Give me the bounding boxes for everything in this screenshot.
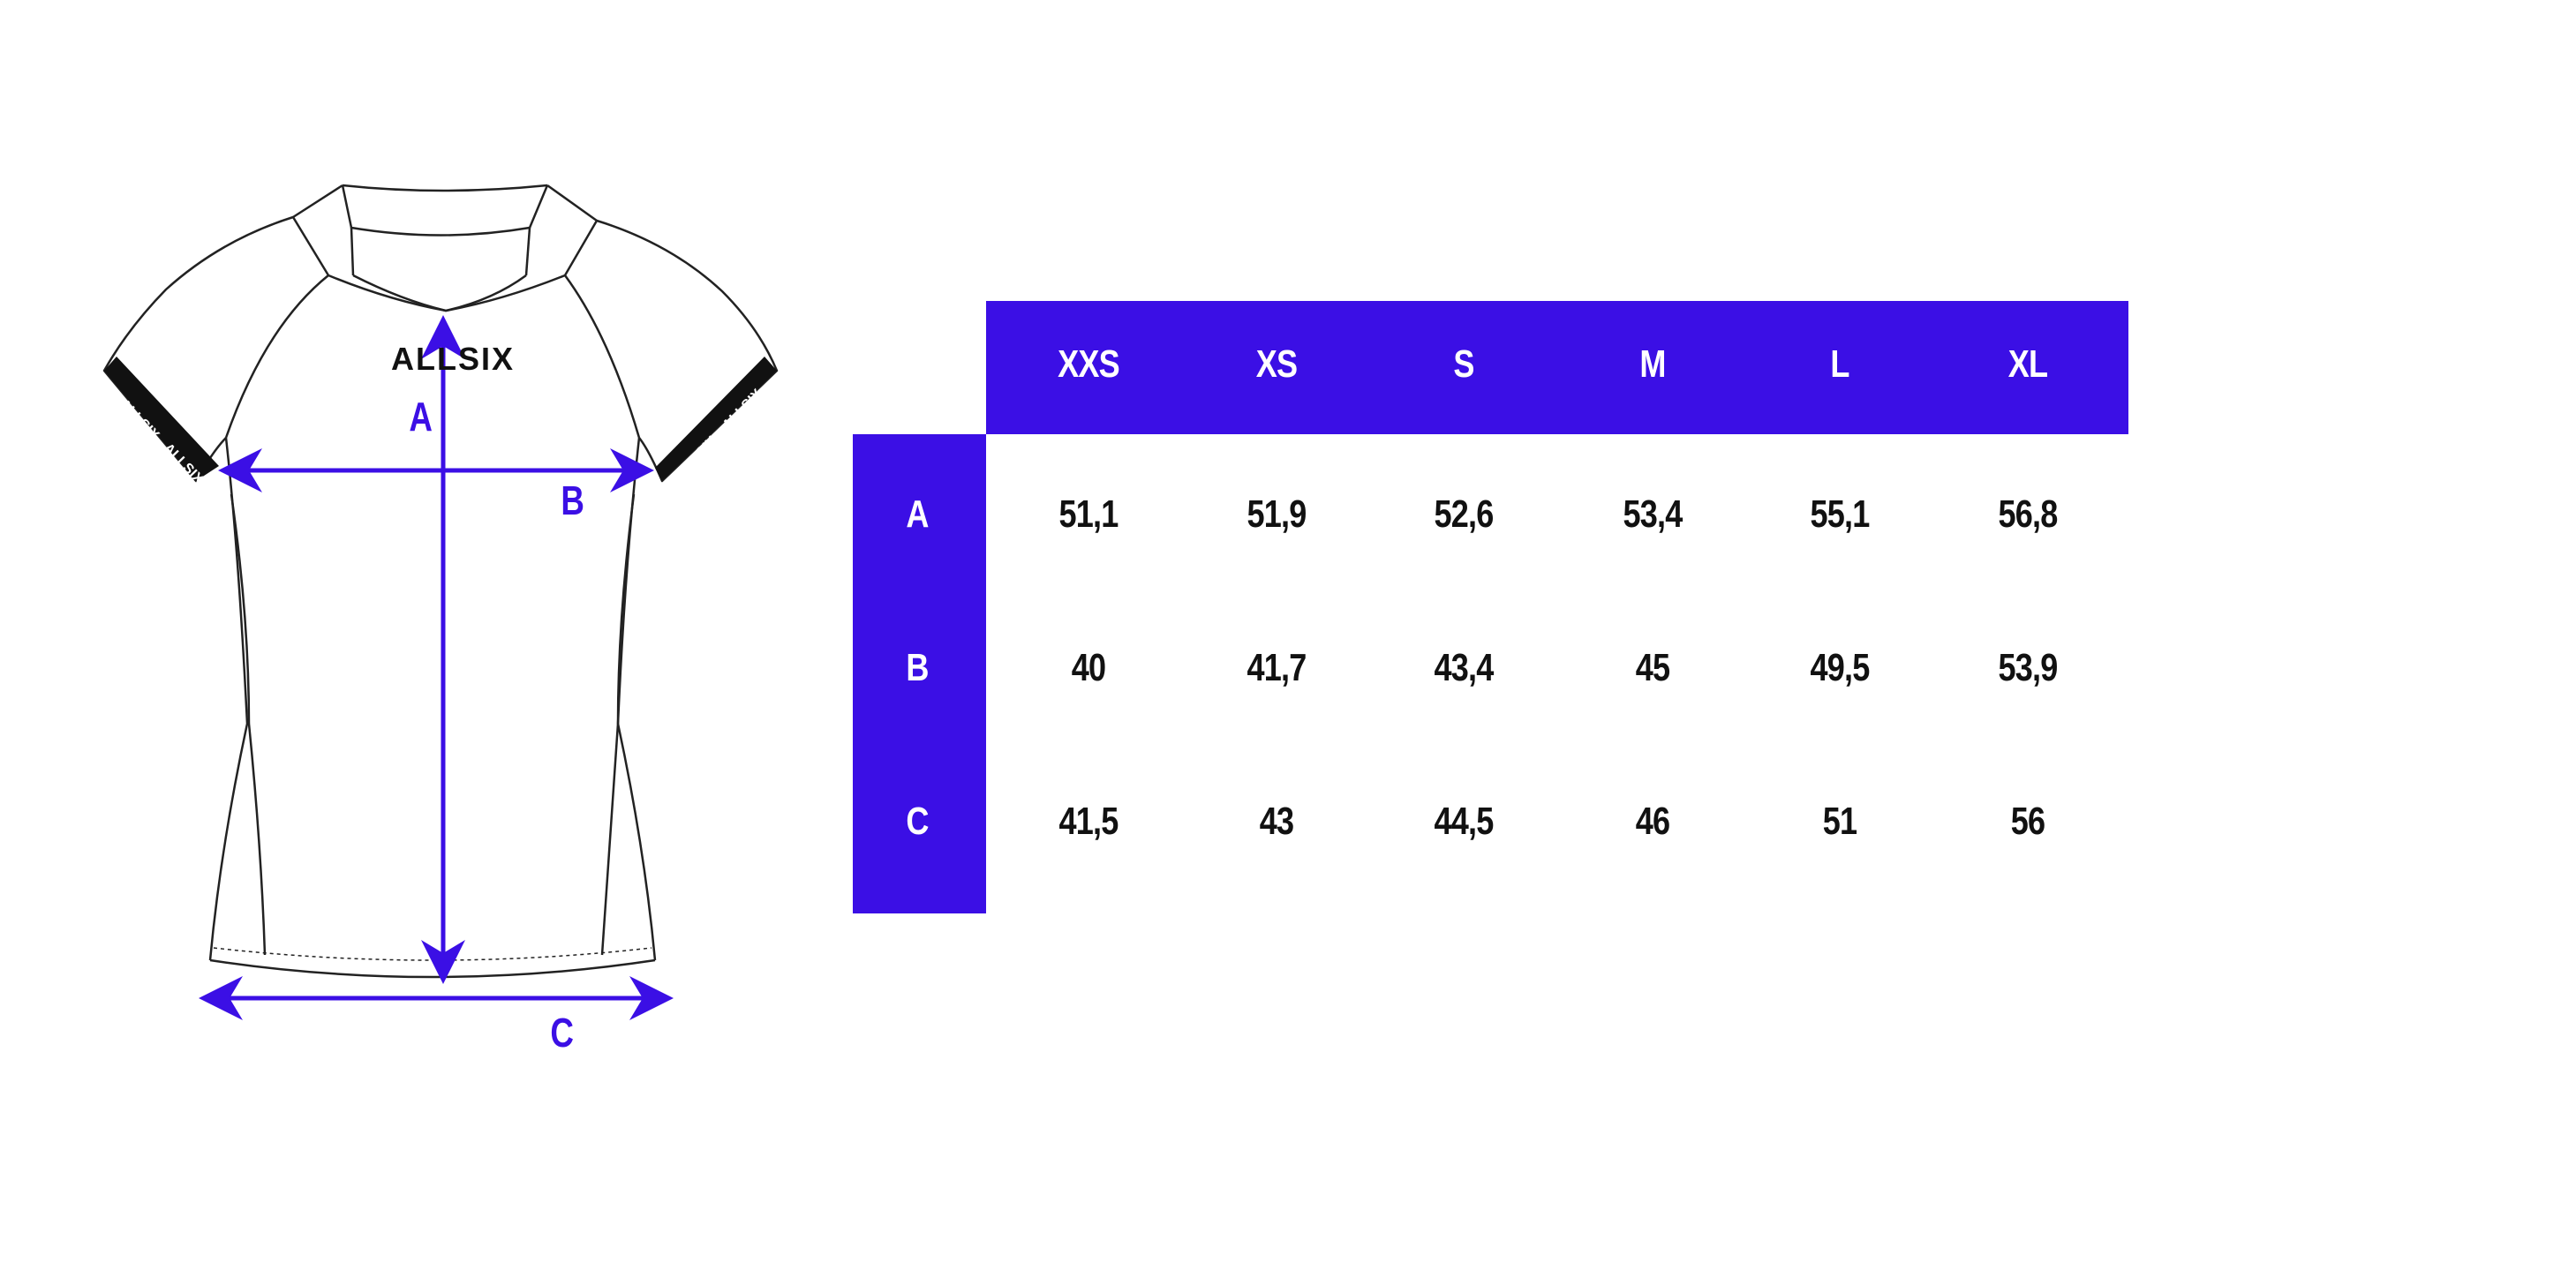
- cell-a-xxs: 51,1: [1058, 492, 1119, 536]
- row-label-b: B: [906, 646, 929, 689]
- cell-c-s: 44,5: [1434, 800, 1495, 843]
- sleeve-band-right: ALLSIX ALLSIX: [655, 357, 777, 481]
- cell-b-s: 43,4: [1434, 646, 1495, 689]
- cell-a-xl: 56,8: [1998, 492, 2059, 536]
- col-header-xs: XS: [1255, 342, 1298, 386]
- col-header-xxs: XXS: [1058, 342, 1120, 386]
- sleeve-band-left: ALLSIX ALLSIX: [104, 357, 219, 487]
- label-a: A: [409, 394, 433, 440]
- cell-a-m: 53,4: [1623, 492, 1683, 536]
- cell-a-s: 52,6: [1434, 492, 1495, 536]
- cell-c-xs: 43: [1259, 800, 1294, 843]
- cell-c-l: 51: [1822, 800, 1857, 843]
- col-header-m: M: [1639, 342, 1666, 386]
- col-header-s: S: [1453, 342, 1474, 386]
- col-header-xl: XL: [2007, 342, 2048, 386]
- cell-b-xl: 53,9: [1998, 646, 2059, 689]
- chest-brand-logo: ALLSIX: [391, 341, 516, 377]
- cell-c-m: 46: [1635, 800, 1670, 843]
- cell-b-xs: 41,7: [1247, 646, 1307, 689]
- row-label-a: A: [906, 492, 929, 536]
- shirt-outline: [102, 184, 779, 979]
- row-label-bar: [853, 434, 986, 913]
- cell-a-l: 55,1: [1810, 492, 1871, 536]
- shirt-illustration: ALLSIX ALLSIX ALLSIX ALLSIX ALLSIX A B C: [0, 0, 847, 1281]
- cell-c-xxs: 41,5: [1058, 800, 1119, 843]
- cell-b-l: 49,5: [1810, 646, 1871, 689]
- cell-b-m: 45: [1635, 646, 1670, 689]
- col-header-l: L: [1830, 342, 1849, 386]
- row-label-c: C: [906, 800, 929, 843]
- cell-c-xl: 56: [2010, 800, 2045, 843]
- label-c: C: [550, 1010, 574, 1056]
- cell-b-xxs: 40: [1071, 646, 1106, 689]
- shirt-drawing: ALLSIX ALLSIX ALLSIX ALLSIX: [102, 184, 779, 1020]
- header-bar: [986, 301, 2128, 434]
- cell-a-xs: 51,9: [1247, 492, 1307, 536]
- measure-arrows: [199, 315, 674, 1020]
- label-b: B: [561, 477, 584, 523]
